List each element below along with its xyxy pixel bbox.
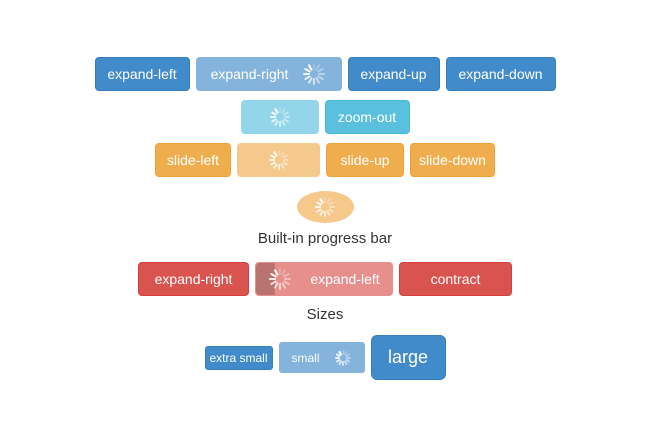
button-label: large xyxy=(387,347,429,367)
slide-down-button[interactable]: slide-down xyxy=(410,143,495,177)
button-label: expand-down xyxy=(458,66,543,82)
button-label: small xyxy=(291,350,320,365)
spinner-icon xyxy=(302,62,326,86)
extra-small-button[interactable]: extra small xyxy=(204,345,273,370)
button-label: expand-left xyxy=(107,66,177,82)
button-row-sizes: extra small small large xyxy=(0,335,650,380)
small-button-loading[interactable]: small xyxy=(278,342,365,373)
spinner-icon xyxy=(314,196,336,218)
expand-down-button[interactable]: expand-down xyxy=(445,57,556,91)
expand-right-progress-button[interactable]: expand-right xyxy=(138,262,249,296)
zoom-out-button[interactable]: zoom-out xyxy=(324,100,410,134)
slide-left-button[interactable]: slide-left xyxy=(155,143,231,177)
contract-progress-button[interactable]: contract xyxy=(399,262,512,296)
slide-right-button-loading[interactable] xyxy=(237,143,320,177)
button-label: expand-left xyxy=(310,271,380,287)
button-label: extra small xyxy=(209,350,268,365)
button-label: contract xyxy=(430,271,481,287)
expand-up-button[interactable]: expand-up xyxy=(347,57,440,91)
spinner-icon xyxy=(268,267,292,291)
button-label: slide-down xyxy=(419,152,486,168)
button-label: slide-up xyxy=(340,152,390,168)
sizes-heading: Sizes xyxy=(306,306,344,323)
button-label: expand-up xyxy=(360,66,427,82)
button-label: slide-left xyxy=(166,152,220,168)
spinner-icon xyxy=(269,106,291,128)
slide-up-button[interactable]: slide-up xyxy=(326,143,404,177)
button-row-slide: slide-left slide-up slide-down xyxy=(0,143,650,177)
spinner-icon xyxy=(334,349,352,367)
zoom-in-button-loading[interactable] xyxy=(240,100,319,134)
button-label: expand-right xyxy=(154,271,233,287)
progress-bar-heading: Built-in progress bar xyxy=(257,230,393,247)
expand-right-button-loading[interactable]: expand-right xyxy=(195,57,342,91)
button-row-expand: expand-left expand-right expand-up expan… xyxy=(0,57,650,91)
button-content: expand-left xyxy=(268,267,380,291)
large-button[interactable]: large xyxy=(370,335,446,380)
button-row-progress: expand-right expand-left contract xyxy=(0,262,650,296)
button-row-zoom: zoom-out xyxy=(0,100,650,134)
expand-left-progress-button-loading[interactable]: expand-left xyxy=(255,262,393,296)
spinner-icon xyxy=(268,149,290,171)
contract-button-loading[interactable] xyxy=(296,191,354,223)
button-label: expand-right xyxy=(210,66,289,82)
button-label: zoom-out xyxy=(337,109,397,125)
button-row-contract xyxy=(0,191,650,223)
expand-left-button[interactable]: expand-left xyxy=(94,57,190,91)
